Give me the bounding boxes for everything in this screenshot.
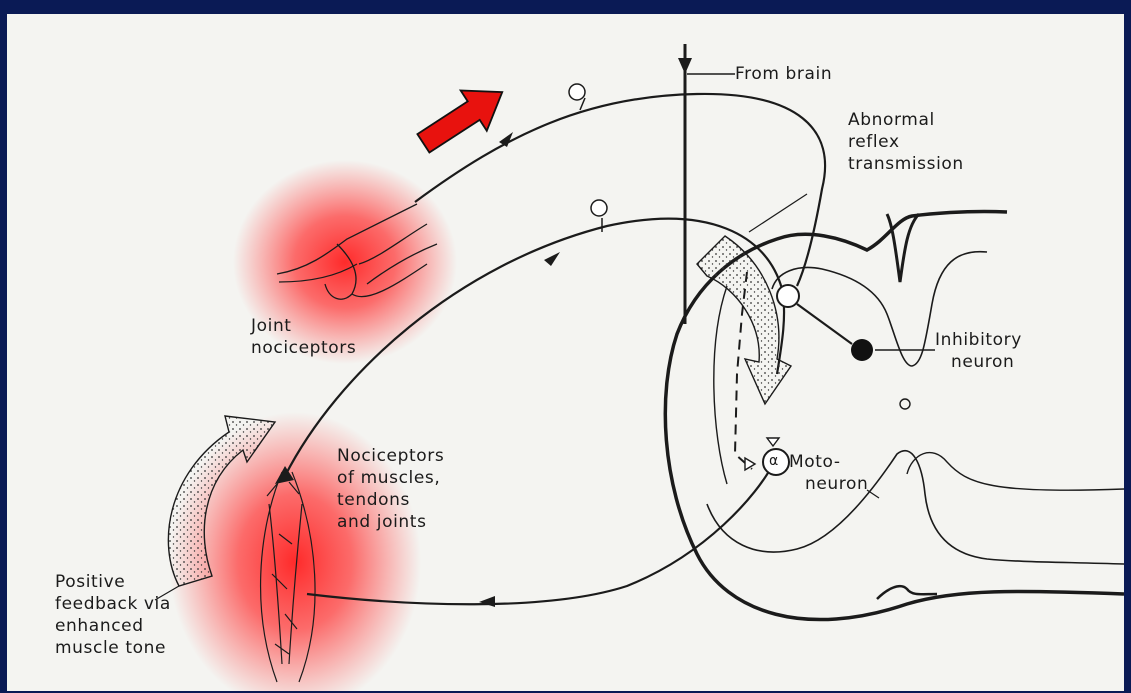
label-abnormal-2: reflex [848,132,900,152]
dorsal-horn-line [714,286,727,484]
label-moto-1: Moto- [789,452,841,472]
label-joint-1: Joint [251,316,292,336]
motor-efferent-arrow [479,596,495,607]
muscle-afferent-arrow [544,252,560,266]
inhibitory-neuron-body [851,339,873,361]
label-from-brain: From brain [735,64,832,84]
label-abnormal-3: transmission [848,154,964,174]
motoneuron-synapse-top [767,438,779,446]
label-noci-2: of muscles, [337,468,440,488]
motoneuron-synapse [745,458,755,470]
label-positive-1: Positive [55,572,125,592]
joint-ganglion [569,84,585,100]
label-joint-2: nociceptors [251,338,356,358]
label-inhibitory-1: Inhibitory [935,330,1022,350]
diagram-paper: From brain Abnormal reflex transmission … [7,14,1124,691]
label-noci-4: and joints [337,512,427,532]
small-neuron [900,399,910,409]
label-positive-3: enhanced [55,616,144,636]
label-noci-1: Nociceptors [337,446,444,466]
spinal-cord-fissure [887,214,919,282]
excitatory-interneuron [777,285,799,307]
from-brain-arrowhead [678,58,692,74]
red-pointer-arrow [410,72,515,163]
label-positive-2: feedback via [55,594,171,614]
interneuron-connection [797,304,852,344]
label-abnormal-1: Abnormal [848,110,935,130]
abnormal-label-tick [749,194,807,232]
label-inhibitory-2: neuron [951,352,1014,372]
label-positive-4: muscle tone [55,638,166,658]
abnormal-transmission-arrow [697,236,791,404]
muscle-ganglion [591,200,607,216]
grey-matter-inner [907,453,1124,491]
joint-afferent-arrow [499,132,513,147]
label-moto-2: neuron [805,474,868,494]
label-noci-3: tendons [337,490,410,510]
label-alpha: α [769,451,779,471]
moto-label-tick [867,490,879,498]
